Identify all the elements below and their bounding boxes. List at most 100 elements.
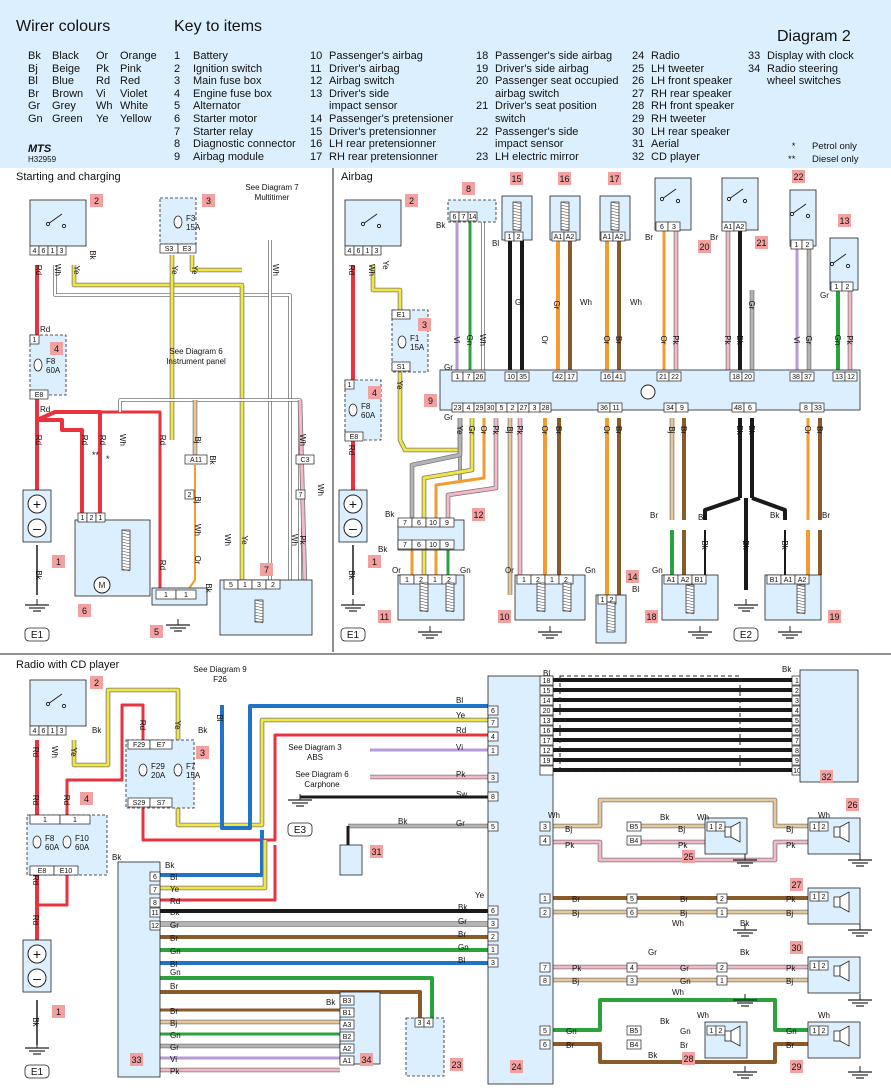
label: Wh [548, 811, 560, 820]
label: 15 [543, 688, 551, 695]
item-number-badge [792, 170, 805, 183]
label: 16 [603, 374, 611, 381]
label: Rd [158, 435, 167, 445]
item-number-badge [368, 555, 381, 568]
switch-contact [45, 701, 51, 707]
key-item: wheel switches [767, 75, 841, 88]
label: 9 [680, 405, 684, 412]
label: 8 [804, 405, 808, 412]
coil-hatch [562, 609, 572, 613]
label: A2 [615, 234, 624, 241]
label: 15 [511, 174, 521, 184]
label: Rd [31, 795, 40, 805]
label: Gn [652, 566, 663, 575]
coil-hatch [796, 608, 806, 612]
label: 6 [42, 728, 46, 735]
label: Br [170, 1007, 178, 1016]
wire-Rd [160, 845, 277, 902]
label: 1 [81, 515, 85, 522]
speaker-magnet [724, 826, 732, 838]
label: Bl [458, 956, 465, 965]
connector-pin [339, 1055, 355, 1066]
label: 30 [791, 943, 801, 953]
coil-hatch [562, 585, 572, 589]
ref-d3-line1: See Diagram 3 [288, 743, 342, 752]
label: Bk [88, 250, 97, 260]
label: 6 [543, 1042, 547, 1049]
speaker-cone [839, 1025, 850, 1047]
label: 1 [184, 592, 188, 599]
label: 48 [734, 405, 742, 412]
starter-solenoid [121, 529, 131, 572]
label: Wh [223, 534, 232, 546]
label: Gr [444, 413, 453, 422]
label: 5 [500, 405, 504, 412]
label: B5 [630, 824, 639, 831]
fuse-label: F8 [361, 402, 371, 411]
airbag-coil [445, 582, 455, 613]
ignition-switch-contact [45, 213, 67, 229]
ref-d6-line2: Instrument panel [166, 357, 226, 366]
label: Rd [31, 875, 40, 885]
coil-hatch [562, 600, 572, 604]
label: Rd [40, 325, 50, 334]
label: 30 [487, 405, 495, 412]
label: S29 [133, 800, 146, 807]
label: 35 [519, 374, 527, 381]
label: Br [566, 1041, 574, 1050]
label: 1 [348, 382, 352, 389]
label: Bk [700, 540, 709, 550]
label: B1 [695, 577, 704, 584]
label: Bk [741, 540, 750, 550]
label: Gr [680, 964, 689, 973]
note-mark-double: ** [788, 154, 796, 165]
connector-pin [626, 907, 638, 918]
label: 32 [821, 772, 831, 782]
label: A1 [343, 1058, 352, 1065]
speaker-magnet [833, 896, 841, 908]
battery-symbol: +– [22, 939, 52, 993]
connector-pin [626, 962, 638, 973]
label: 2 [806, 242, 810, 249]
wire-Gr [410, 418, 462, 520]
item-number-badge [558, 172, 571, 185]
switch-blade [791, 203, 807, 215]
fuse-rating: 60A [361, 411, 376, 420]
label: 10 [793, 768, 801, 775]
label: Gr [444, 363, 453, 372]
switch-contact [829, 261, 835, 267]
ref-d7-line2: Multitimer [255, 193, 290, 202]
note-mark-single: * [791, 141, 796, 152]
label: 25 [683, 852, 693, 862]
label: Ye [72, 265, 81, 275]
connector-pin [716, 975, 728, 986]
earth-18 [688, 626, 712, 639]
speaker-magnet [833, 1030, 841, 1042]
label: A1 [603, 234, 612, 241]
connector-pin [539, 1039, 551, 1050]
speaker-earth [848, 994, 872, 1007]
coil-hatch [254, 620, 264, 624]
label: 1 [164, 592, 168, 599]
pretensioner-coil [610, 201, 620, 232]
label: 2 [822, 1028, 826, 1035]
label: 5 [543, 1028, 547, 1035]
label: 42 [555, 374, 563, 381]
label: – [33, 520, 41, 536]
coil-hatch [121, 559, 131, 563]
ignition-switch-2-airbag [344, 199, 402, 247]
label: 5 [154, 627, 159, 637]
label: 4 [630, 965, 634, 972]
label: Br [645, 233, 653, 242]
